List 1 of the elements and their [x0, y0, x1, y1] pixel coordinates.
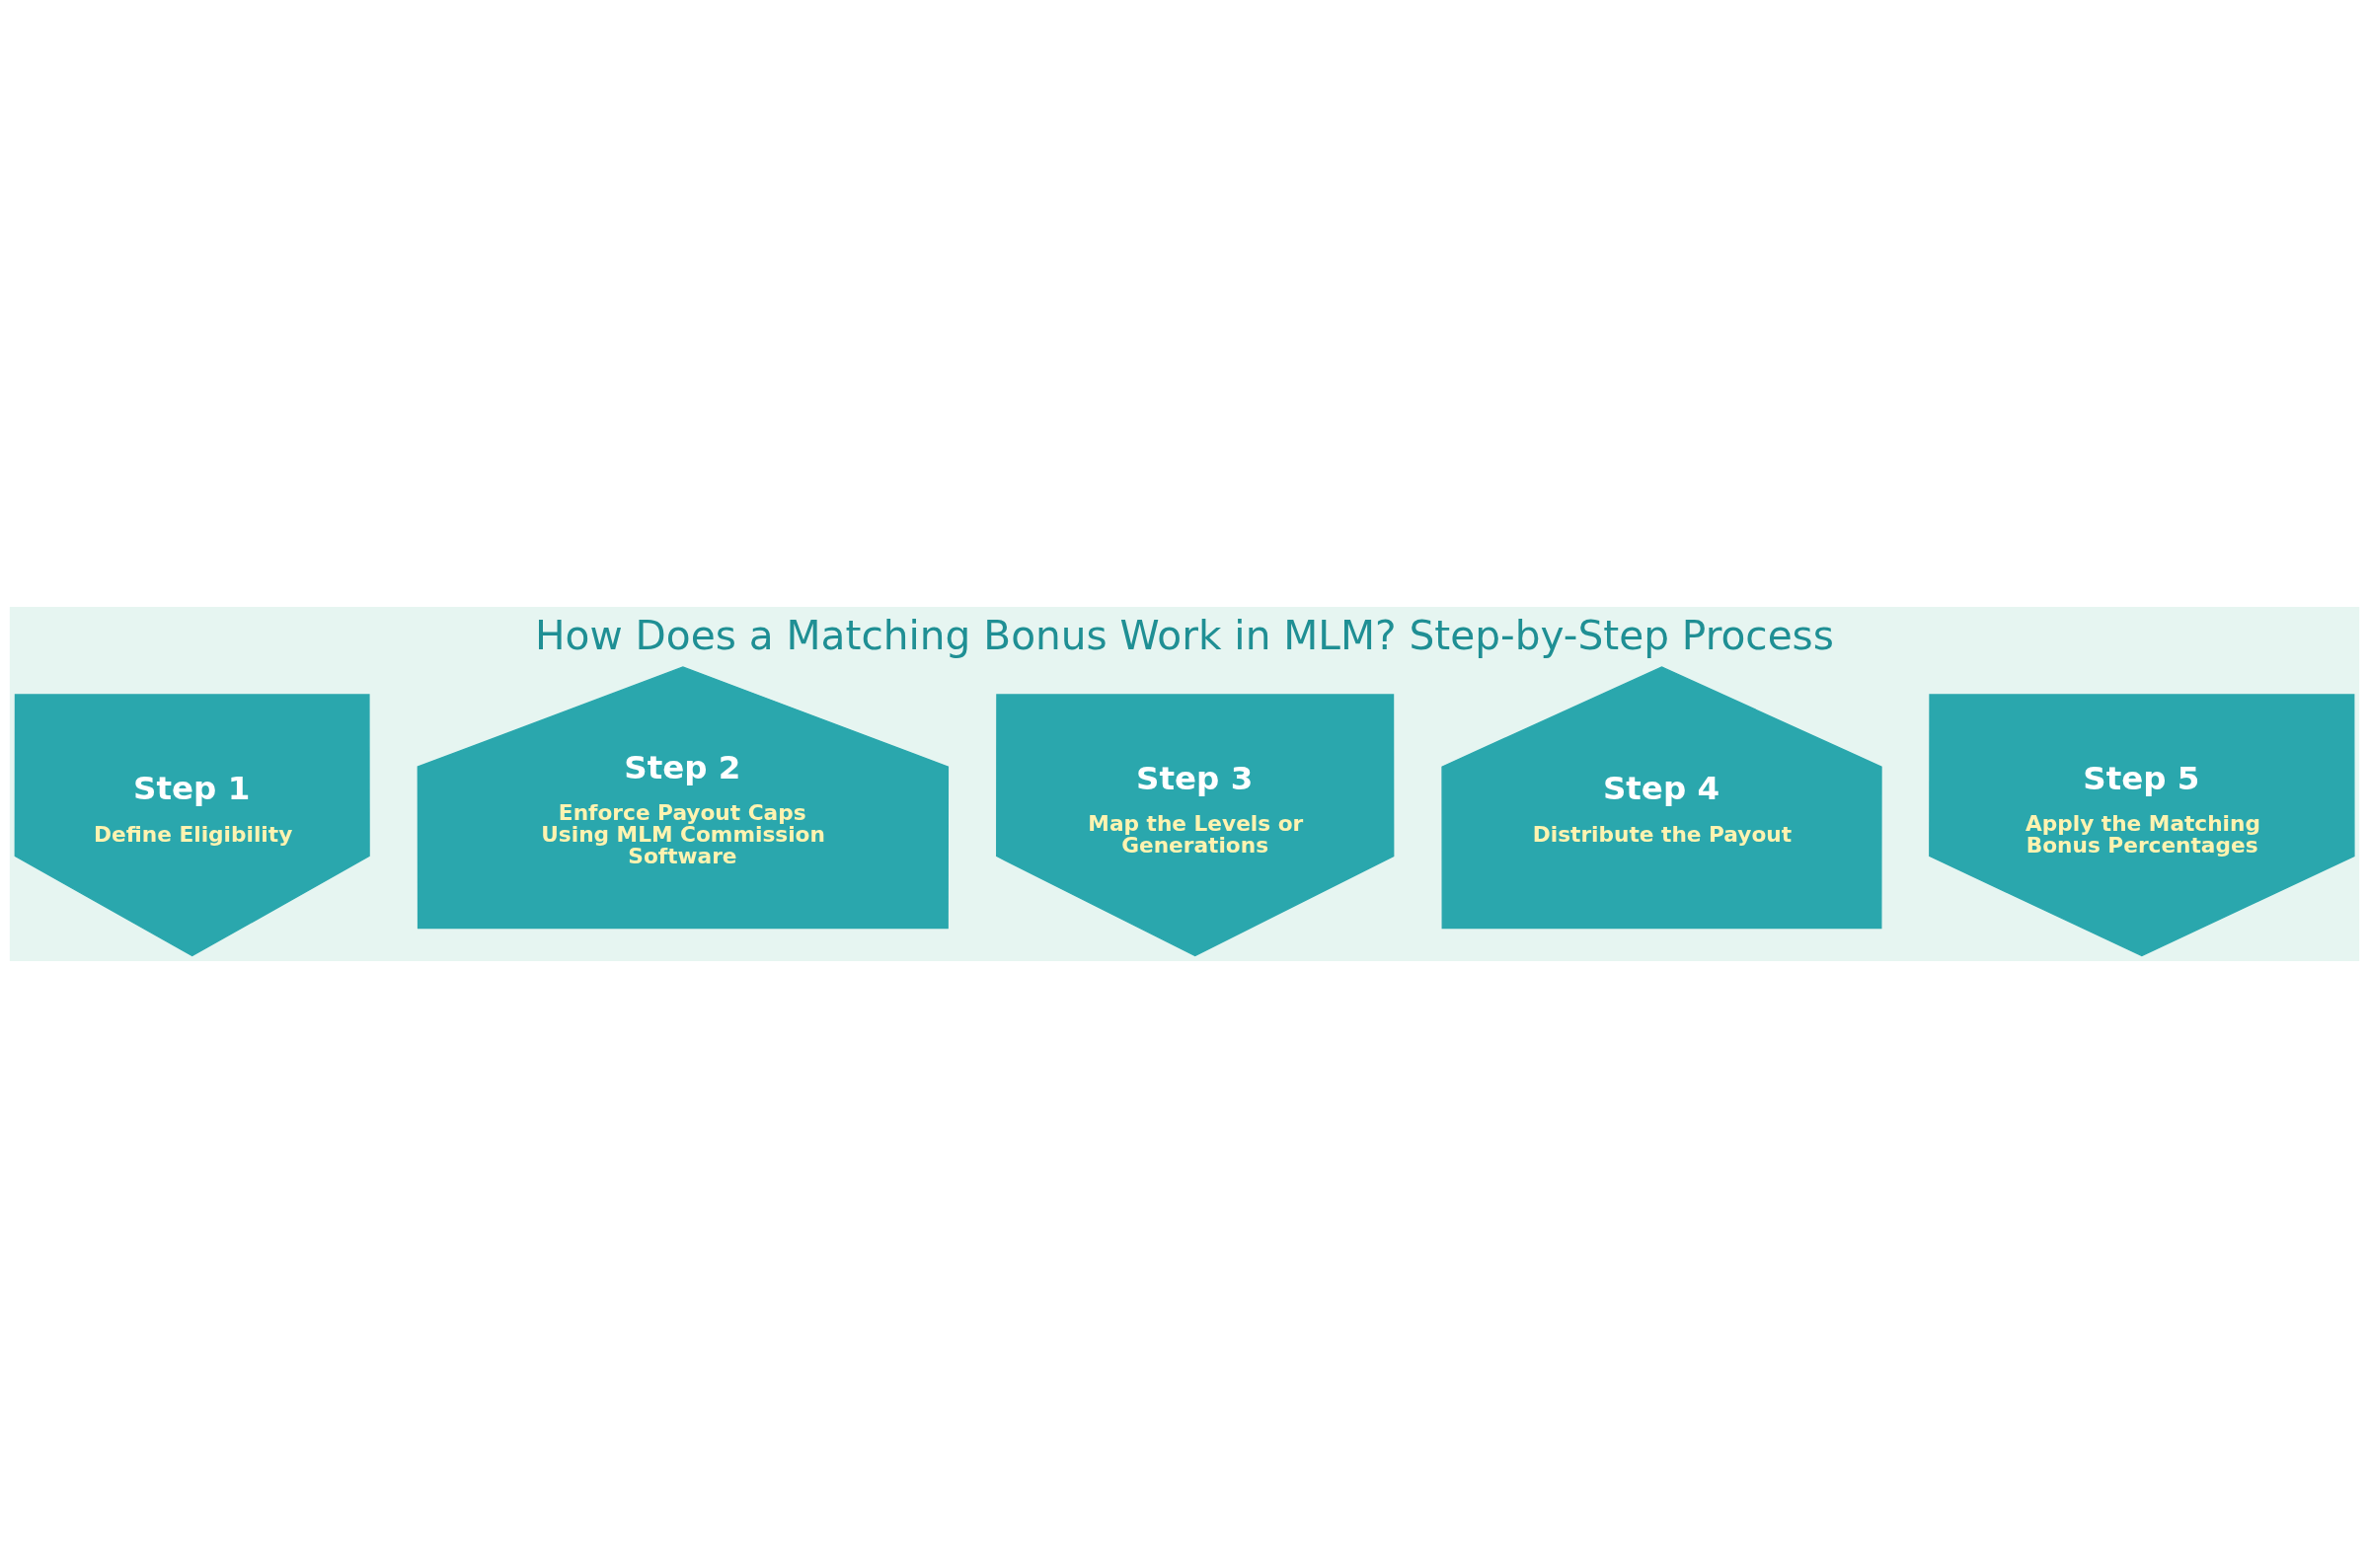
diagram-title: How Does a Matching Bonus Work in MLM? Step-by-Step Process — [535, 612, 1834, 660]
